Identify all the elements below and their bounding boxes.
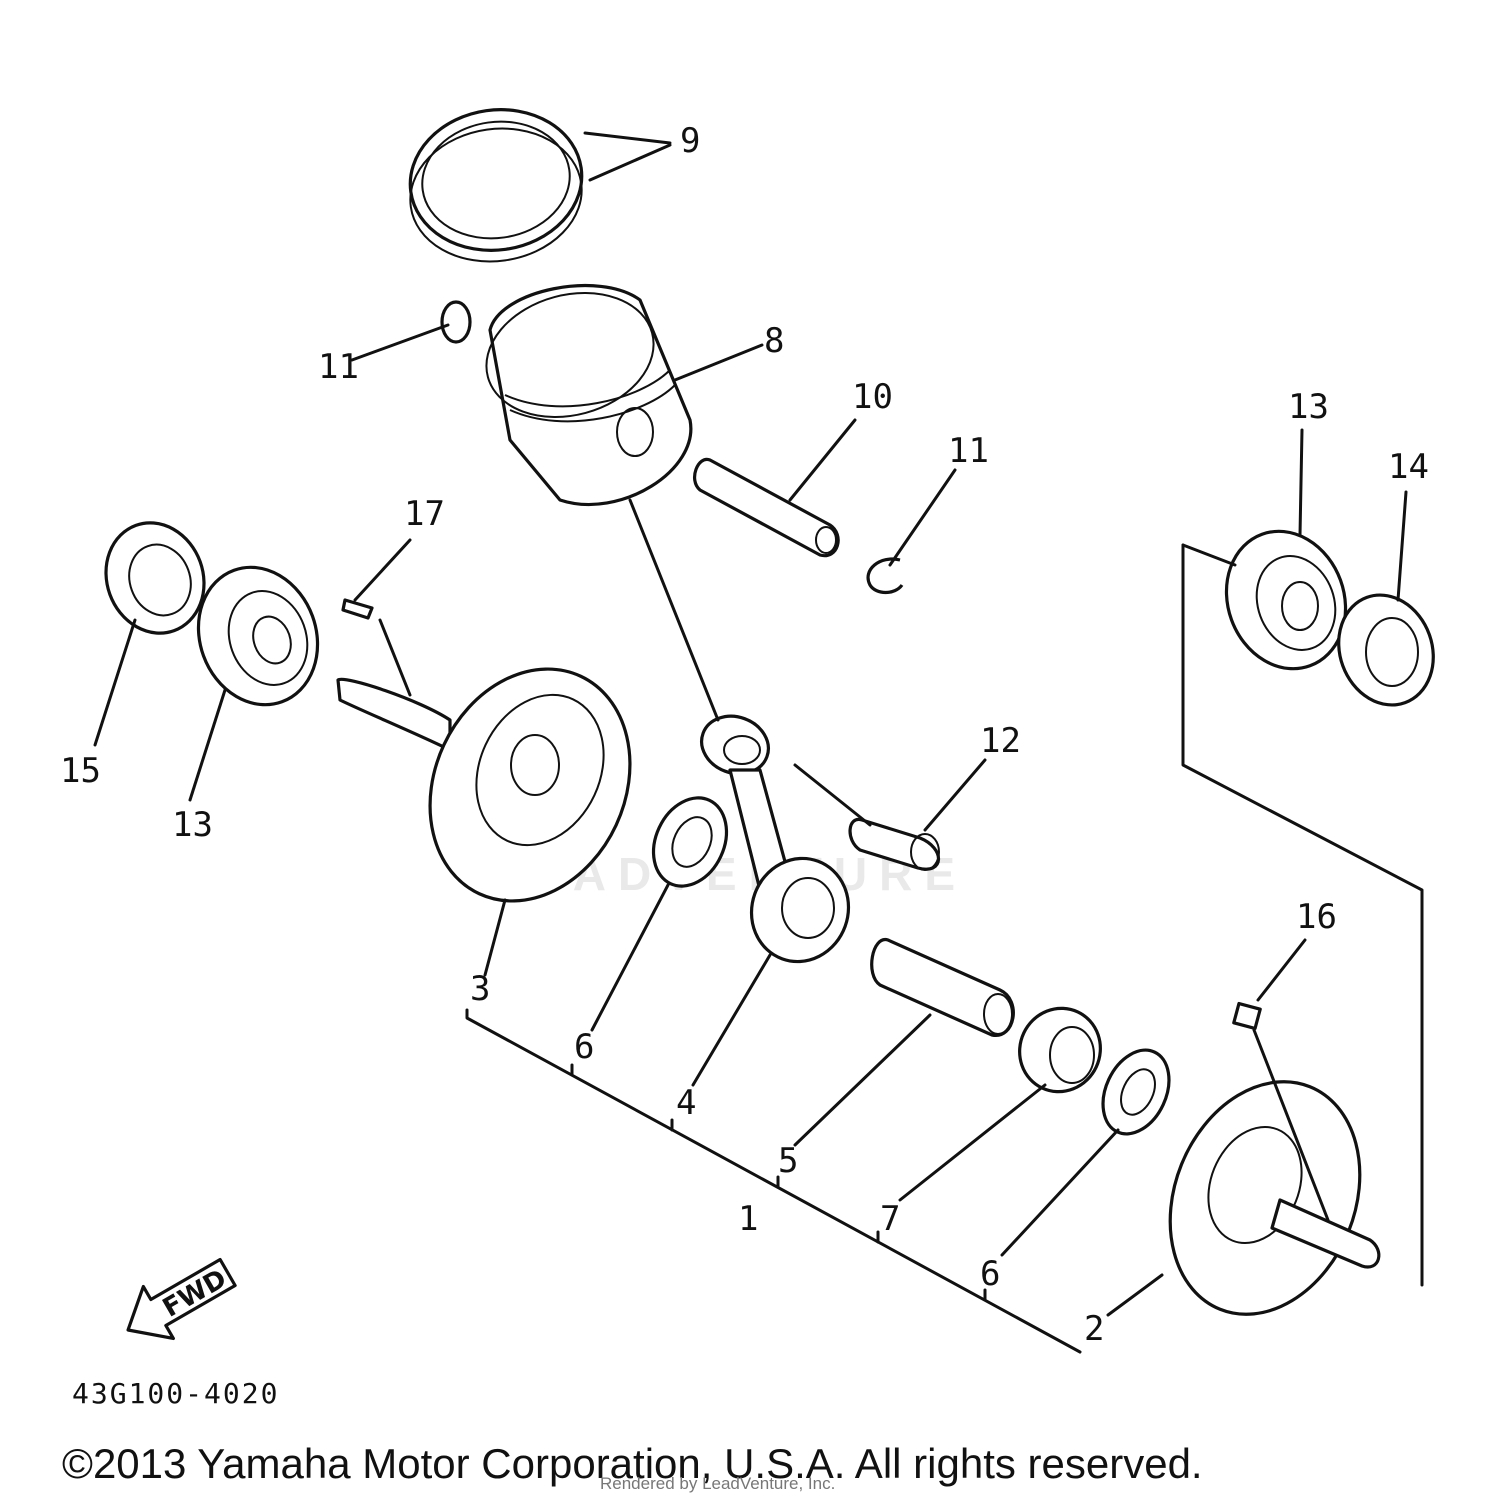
assembly-brackets (465, 543, 1424, 1354)
circlip-right (866, 557, 904, 595)
leader-lines (93, 131, 1408, 1317)
circlip-left (440, 300, 472, 344)
callout-1: 1 (738, 1199, 758, 1239)
callout-10: 10 (852, 377, 893, 417)
callout-6-right: 6 (980, 1254, 1000, 1294)
callout-5: 5 (778, 1141, 798, 1181)
callout-12: 12 (980, 721, 1021, 761)
fwd-arrow-icon: FWD (126, 1257, 237, 1341)
piston-pin (693, 457, 840, 558)
callout-9: 9 (680, 121, 700, 161)
oil-seal-right (1337, 593, 1435, 707)
diagram-svg: LEADVENTURE (60, 108, 1435, 1410)
part-code: 43G100-4020 (72, 1377, 279, 1410)
callout-11-right: 11 (948, 431, 989, 471)
callout-2: 2 (1084, 1309, 1104, 1349)
callout-13-right: 13 (1288, 387, 1329, 427)
callout-8: 8 (764, 321, 784, 361)
connecting-rod (700, 714, 851, 964)
callout-11-left: 11 (318, 347, 359, 387)
callout-15: 15 (60, 751, 101, 791)
callout-6-left: 6 (574, 1027, 594, 1067)
callout-14: 14 (1388, 447, 1429, 487)
callout-16: 16 (1296, 897, 1337, 937)
piston-rings (408, 108, 584, 263)
crankshaft-right (1168, 1080, 1381, 1316)
crank-pin (870, 938, 1015, 1037)
washer-left (651, 796, 729, 888)
crankshaft-left (336, 667, 632, 903)
callout-7: 7 (880, 1199, 900, 1239)
key-right (1232, 1001, 1262, 1031)
oil-seal-left (104, 521, 206, 635)
bearing-right (1224, 529, 1348, 671)
washer-right (1101, 1048, 1171, 1136)
copyright-notice: ©2013 Yamaha Motor Corporation, U.S.A. A… (62, 1440, 1203, 1487)
callout-13-left: 13 (172, 805, 213, 845)
woodruff-key (341, 598, 374, 620)
callout-4: 4 (676, 1083, 696, 1123)
bearing-left (196, 565, 320, 707)
needle-bearing-big-end (1018, 1006, 1102, 1094)
callout-17: 17 (404, 494, 445, 534)
needle-bearing-small-end (848, 817, 941, 871)
piston (485, 284, 693, 507)
rendered-by-notice: Rendered by LeadVenture, Inc. (600, 1474, 836, 1493)
callout-labels: 9 11 8 10 11 13 14 17 15 13 12 3 6 4 5 1… (60, 121, 1429, 1349)
callout-3: 3 (470, 969, 490, 1009)
